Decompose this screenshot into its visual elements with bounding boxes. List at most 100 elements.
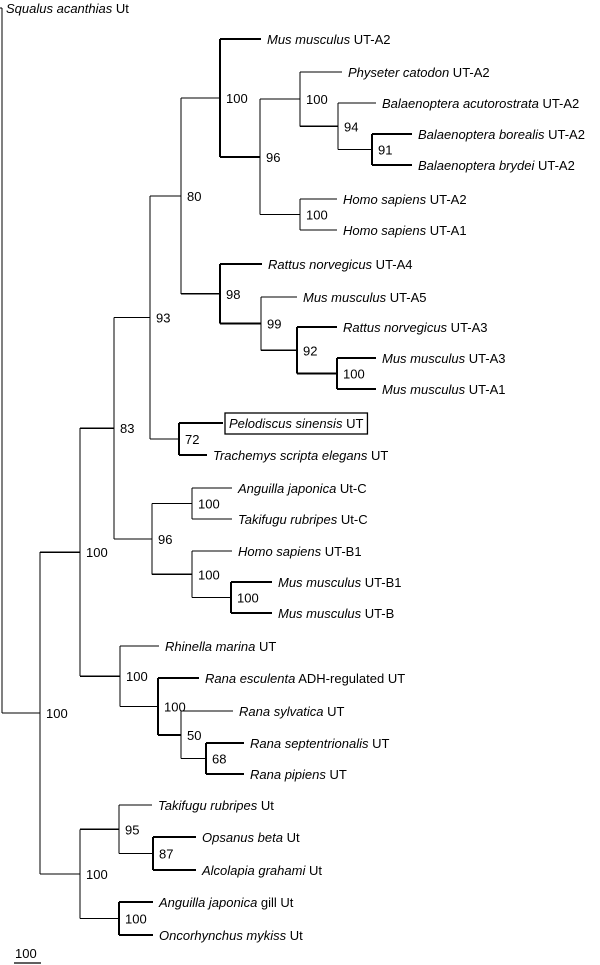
taxon-species: Rana septentrionalis	[250, 736, 369, 751]
taxon-label-mm_a5: Mus musculus UT-A5	[303, 290, 427, 305]
support-value-n_ops: 87	[159, 847, 173, 862]
taxon-species: Trachemys scripta elegans	[213, 448, 368, 463]
taxon-species: Alcolapia grahami	[201, 863, 306, 878]
taxon-label-anguilla_gill: Anguilla japonica gill Ut	[158, 895, 294, 910]
taxon-label-physeter: Physeter catodon UT-A2	[348, 65, 490, 80]
support-value-n_mm_a31: 100	[343, 367, 365, 382]
taxon-gene: UT-A4	[372, 257, 412, 272]
taxon-label-alcolapia: Alcolapia grahami Ut	[201, 863, 322, 878]
support-value-n_hs: 100	[306, 208, 328, 223]
taxon-label-rana_syl: Rana sylvatica UT	[239, 704, 345, 719]
taxon-gene: UT	[342, 416, 363, 431]
taxon-gene: Ut	[257, 798, 274, 813]
support-value-n_fish1: 95	[125, 822, 139, 837]
taxon-gene: Ut	[286, 928, 303, 943]
taxon-species: Rana sylvatica	[239, 704, 324, 719]
support-values: 9194100100961001009299988072931001001009…	[46, 91, 392, 927]
taxon-species: Rana esculenta	[205, 671, 295, 686]
support-value-n_fish2: 100	[125, 912, 147, 927]
taxon-gene: UT-A3	[447, 320, 487, 335]
taxon-species: Pelodiscus sinensis	[229, 416, 343, 431]
taxon-gene: ADH-regulated UT	[295, 671, 405, 686]
taxon-label-hs_a1: Homo sapiens UT-A1	[343, 223, 467, 238]
taxon-gene: UT-A2	[539, 96, 579, 111]
support-value-n_anura: 100	[126, 669, 148, 684]
taxon-label-squalus: Squalus acanthias Ut	[6, 1, 129, 16]
support-value-n_mam_a2: 96	[266, 150, 280, 165]
taxon-label-takifugu_c: Takifugu rubripes Ut-C	[238, 512, 368, 527]
taxon-gene: UT-A2	[544, 127, 584, 142]
taxon-species: Rattus norvegicus	[268, 257, 373, 272]
support-value-n_rana_sp: 68	[212, 752, 226, 767]
taxon-species: Physeter catodon	[348, 65, 449, 80]
taxon-gene: UT-A5	[386, 290, 426, 305]
support-value-n_tetra: 100	[86, 545, 108, 560]
taxon-gene: UT-A1	[465, 382, 505, 397]
taxon-species: Anguilla japonica	[237, 481, 336, 496]
taxon-gene: Ut-C	[336, 481, 366, 496]
taxon-label-mm_b1: Mus musculus UT-B1	[278, 575, 402, 590]
taxon-gene: UT-A2	[350, 32, 390, 47]
taxon-species: Balaenoptera brydei	[418, 158, 535, 173]
taxon-label-anguilla_c: Anguilla japonica Ut-C	[237, 481, 367, 496]
taxon-label-rn_a4: Rattus norvegicus UT-A4	[268, 257, 413, 272]
taxon-gene: UT-A2	[534, 158, 574, 173]
taxon-label-rana_pip: Rana pipiens UT	[250, 767, 347, 782]
taxon-gene: UT	[367, 448, 388, 463]
taxon-label-pelodiscus: Pelodiscus sinensis UT	[229, 416, 363, 431]
taxon-gene: UT	[369, 736, 390, 751]
taxon-gene: UT-A2	[426, 192, 466, 207]
taxon-label-rana_sep: Rana septentrionalis UT	[250, 736, 390, 751]
taxon-label-hs_b1: Homo sapiens UT-B1	[238, 544, 362, 559]
support-value-n_cet: 100	[306, 92, 328, 107]
taxon-label-hs_a2: Homo sapiens UT-A2	[343, 192, 467, 207]
taxon-gene: Ut	[112, 1, 129, 16]
taxon-species: Opsanus beta	[202, 830, 283, 845]
taxon-label-mm_b: Mus musculus UT-B	[278, 606, 394, 621]
support-value-n_rn_a4: 98	[226, 287, 240, 302]
taxon-species: Oncorhynchus mykiss	[159, 928, 287, 943]
taxon-label-rana_esc: Rana esculenta ADH-regulated UT	[205, 671, 405, 686]
taxon-species: Homo sapiens	[343, 192, 427, 207]
taxon-species: Squalus acanthias	[6, 1, 113, 16]
support-value-n_mm_a2: 100	[226, 91, 248, 106]
support-value-n_rana_syl: 50	[187, 728, 201, 743]
taxon-species: Anguilla japonica	[158, 895, 257, 910]
taxon-gene: UT	[255, 639, 276, 654]
taxon-species: Balaenoptera borealis	[418, 127, 545, 142]
taxon-label-mm_a3: Mus musculus UT-A3	[382, 351, 506, 366]
tree-branches	[0, 7, 412, 936]
taxon-gene: Ut	[305, 863, 322, 878]
taxon-species: Mus musculus	[382, 382, 466, 397]
taxon-gene: UT-B	[361, 606, 394, 621]
support-value-n_hs_b: 100	[198, 567, 220, 582]
taxon-species: Mus musculus	[267, 32, 351, 47]
taxon-species: Homo sapiens	[238, 544, 322, 559]
scale-bar-label: 100	[15, 946, 37, 961]
support-value-n_tetra_a: 93	[156, 310, 170, 325]
taxon-label-mm_a2: Mus musculus UT-A2	[267, 32, 391, 47]
support-value-n_mm_a5: 99	[267, 317, 281, 332]
taxon-label-bal_acu: Balaenoptera acutorostrata UT-A2	[382, 96, 579, 111]
taxon-species: Mus musculus	[303, 290, 387, 305]
taxon-species: Mus musculus	[382, 351, 466, 366]
taxon-label-bal_bor: Balaenoptera borealis UT-A2	[418, 127, 585, 142]
support-value-n_ut_ab: 83	[120, 421, 134, 436]
taxon-label-rhinella: Rhinella marina UT	[165, 639, 276, 654]
taxon-label-oncorhynchus: Oncorhynchus mykiss Ut	[159, 928, 303, 943]
taxon-species: Rana pipiens	[250, 767, 326, 782]
support-value-n_mm_b: 100	[237, 591, 259, 606]
taxon-species: Mus musculus	[278, 575, 362, 590]
support-value-n_fish_c: 100	[198, 497, 220, 512]
taxon-label-rn_a3: Rattus norvegicus UT-A3	[343, 320, 488, 335]
taxon-label-bal_bry: Balaenoptera brydei UT-A2	[418, 158, 575, 173]
taxon-gene: UT-B1	[361, 575, 401, 590]
taxon-label-takifugu: Takifugu rubripes Ut	[158, 798, 274, 813]
scale-bar: 100	[14, 946, 41, 964]
taxon-gene: UT-A3	[465, 351, 505, 366]
support-value-n_rana: 100	[164, 699, 186, 714]
taxon-species: Homo sapiens	[343, 223, 427, 238]
support-value-n_fish: 100	[86, 867, 108, 882]
support-value-n_rn_a3: 92	[303, 343, 317, 358]
